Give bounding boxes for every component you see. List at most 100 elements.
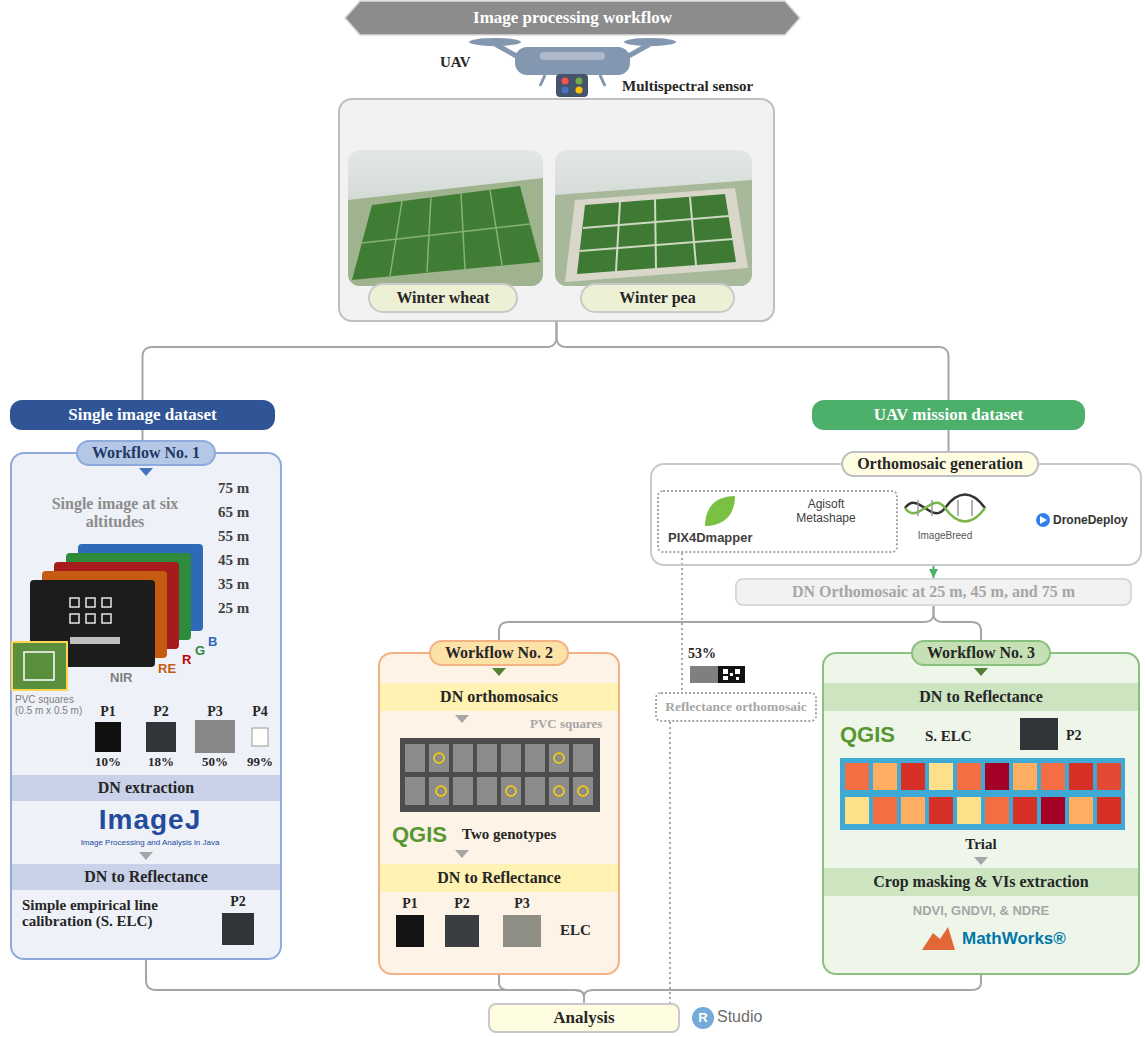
reflectance-heatmap xyxy=(1097,763,1121,790)
node-label: Reflectance orthomosaic xyxy=(665,699,806,715)
altitude-label: 35 m xyxy=(218,576,249,593)
plot-image xyxy=(405,744,425,772)
flow-triangle xyxy=(139,468,153,476)
plot-image xyxy=(436,786,446,796)
calibration-panel-icon xyxy=(730,673,733,676)
band-letter: NIR xyxy=(110,670,132,685)
reflectance-heatmap xyxy=(901,797,925,824)
imagebreed-icon xyxy=(905,495,985,522)
reflectance-heatmap xyxy=(845,797,869,824)
band-image-stack xyxy=(102,614,111,623)
reflectance-box: Reflectance orthomosaic xyxy=(655,692,817,722)
reference-panel-swatch xyxy=(252,728,268,746)
plot-image xyxy=(573,777,593,805)
plot-image xyxy=(453,744,473,772)
connector xyxy=(948,430,950,451)
wheat-photo xyxy=(352,186,540,280)
step-band: DN to Reflectance xyxy=(824,683,1138,711)
pea-photo xyxy=(580,239,733,251)
reference-panel-swatch xyxy=(146,722,176,752)
imagebreed-icon xyxy=(905,503,985,522)
uav-drone xyxy=(624,38,676,46)
flow-triangle xyxy=(974,857,988,865)
dronedeploy-icon xyxy=(1036,513,1050,527)
dataset-pill: Single image dataset xyxy=(10,400,275,430)
plot-image xyxy=(405,777,425,805)
band-letter: G xyxy=(195,643,205,658)
band-letter: R xyxy=(182,652,191,667)
reflectance-heatmap xyxy=(1013,797,1037,824)
flow-triangle xyxy=(974,668,988,676)
wheat-photo xyxy=(490,190,502,265)
band-image-stack xyxy=(70,614,79,623)
software-logo: QGIS xyxy=(840,722,895,748)
reference-panel-swatch xyxy=(95,722,121,752)
band-image-stack xyxy=(70,598,111,623)
uav-drone xyxy=(562,78,569,85)
reflectance-value: 50% xyxy=(202,754,228,770)
panel-name: P3 xyxy=(207,704,223,720)
software-logo: MathWorks® xyxy=(962,929,1066,949)
pea-photo xyxy=(655,199,656,268)
band-letter: B xyxy=(208,634,217,649)
reflectance-heatmap xyxy=(840,758,1125,830)
band-image-stack xyxy=(70,598,79,607)
calibration-panel-icon xyxy=(690,666,745,683)
band-image-stack xyxy=(30,580,155,667)
matlab-icon xyxy=(922,927,955,950)
wheat-photo xyxy=(362,224,530,243)
uav-drone xyxy=(469,38,521,46)
wheat-photo xyxy=(461,194,465,269)
node-caption: Agisoft Metashape xyxy=(786,497,866,525)
software-logo: ImageJ xyxy=(99,804,202,836)
node-label: Winter wheat xyxy=(396,289,489,307)
method-note: ELC xyxy=(560,922,591,939)
uav-box: UAVMultispectral sensorWinter wheatWinte… xyxy=(338,98,775,322)
reflectance-heatmap xyxy=(1041,797,1065,824)
panel-name: P2 xyxy=(454,896,470,912)
image-note: PVC squares xyxy=(530,716,602,732)
rstudio-icon xyxy=(692,1007,714,1029)
connector xyxy=(557,322,949,400)
image-note: Trial xyxy=(965,836,996,853)
band-image-stack xyxy=(78,544,203,631)
plot-image xyxy=(405,744,593,805)
plot-image xyxy=(501,777,521,805)
uav-drone xyxy=(540,75,545,86)
connector xyxy=(142,430,144,440)
dronedeploy-icon xyxy=(1036,513,1050,527)
crop-pill: Winter wheat xyxy=(368,283,518,313)
pvc-square-inset xyxy=(12,642,67,690)
calibration-panel-icon xyxy=(718,666,745,683)
calibration-panel-icon xyxy=(723,669,728,674)
title-banner xyxy=(345,1,800,35)
panel-name: P4 xyxy=(252,704,268,720)
panel-name: P1 xyxy=(100,704,116,720)
reflectance-heatmap xyxy=(1069,763,1093,790)
pea-photo xyxy=(555,180,752,286)
wheat-photo xyxy=(362,190,530,276)
pea-photo xyxy=(616,202,620,271)
plot-image xyxy=(429,744,449,772)
reflectance-heatmap xyxy=(873,763,897,790)
band-image-stack xyxy=(30,544,203,667)
wheat-photo xyxy=(390,201,402,276)
plot-image xyxy=(554,753,564,763)
dataset-pill: UAV mission dataset xyxy=(812,400,1085,430)
pea-photo xyxy=(555,150,752,286)
flow-triangle xyxy=(492,668,506,676)
pix4d-icon xyxy=(705,496,735,526)
reflectance-heatmap xyxy=(1041,763,1065,790)
band-image-stack xyxy=(70,637,120,644)
altitude-label: 25 m xyxy=(218,600,249,617)
connector xyxy=(934,606,982,640)
node-label: Analysis xyxy=(553,1008,614,1028)
rstudio-icon xyxy=(692,1007,714,1029)
calibration-panel-icon xyxy=(736,677,739,680)
step-band: DN extraction xyxy=(12,775,280,801)
reflectance-heatmap xyxy=(929,797,953,824)
analysis-box: Analysis xyxy=(488,1003,680,1033)
step-band: DN to Reflectance xyxy=(12,864,280,890)
reference-panel-swatch xyxy=(1020,718,1058,750)
node-label: DN to Reflectance xyxy=(84,868,208,886)
